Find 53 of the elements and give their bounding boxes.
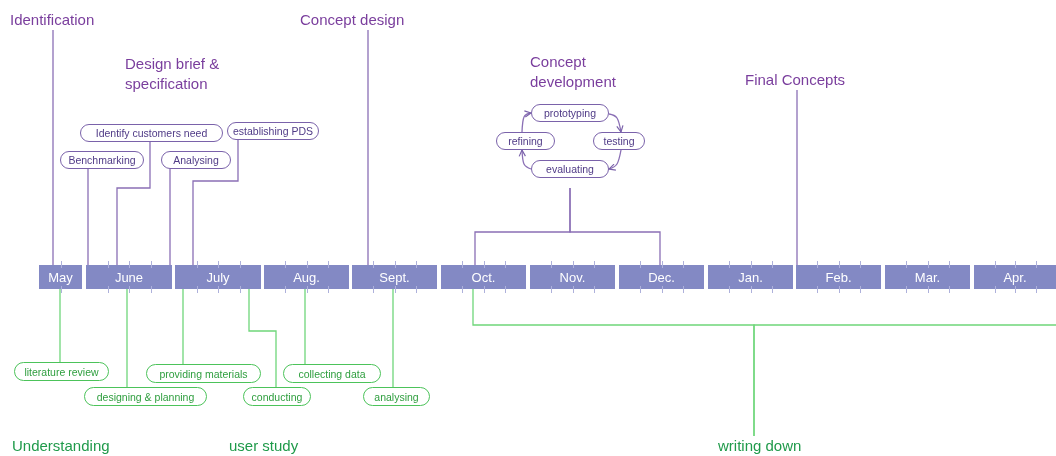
phase-heading: Final Concepts [745, 70, 865, 90]
leader-line [796, 89, 798, 266]
activity-pill: refining [496, 132, 555, 150]
leader-line [753, 324, 1056, 437]
month-bar: Aug. [264, 265, 349, 289]
activity-pill: evaluating [531, 160, 609, 178]
leader-line [126, 288, 128, 388]
activity-pill: literature review [14, 362, 109, 381]
leader-line [304, 288, 306, 365]
activity-pill: testing [593, 132, 645, 150]
leader-line [569, 187, 661, 266]
month-bar: Dec. [619, 265, 704, 289]
activity-pill: analysing [363, 387, 430, 406]
month-bar: Oct. [441, 265, 526, 289]
leader-line [192, 139, 239, 266]
month-bar: June [86, 265, 172, 289]
leader-line [52, 29, 54, 266]
phase-heading: Concept design [300, 10, 420, 30]
phase-heading: Understanding [12, 436, 111, 456]
phase-heading: Identification [10, 10, 120, 30]
activity-pill: providing materials [146, 364, 261, 383]
month-bar: Nov. [530, 265, 615, 289]
cycle-arrow [608, 113, 624, 133]
month-bar: Feb. [796, 265, 881, 289]
month-bar: Apr. [974, 265, 1056, 289]
activity-pill: establishing PDS [227, 122, 319, 140]
cycle-arrow [521, 110, 532, 133]
month-bar: Mar. [885, 265, 970, 289]
leader-line [367, 29, 369, 266]
cycle-arrow [608, 149, 622, 171]
activity-pill: collecting data [283, 364, 381, 383]
leader-line [116, 141, 151, 266]
leader-line [248, 288, 277, 388]
cycle-arrow [518, 149, 532, 170]
leader-line [182, 288, 184, 365]
month-bar: July [175, 265, 261, 289]
activity-pill: designing & planning [84, 387, 207, 406]
phase-heading: user study [229, 436, 300, 456]
activity-pill: Benchmarking [60, 151, 144, 169]
activity-pill: Identify customers need [80, 124, 223, 142]
leader-line [392, 288, 394, 388]
phase-heading: Concept development [530, 52, 617, 92]
activity-pill: conducting [243, 387, 311, 406]
leader-line [59, 288, 61, 363]
leader-line [87, 168, 89, 266]
month-bar: May [39, 265, 82, 289]
month-bar: Sept. [352, 265, 437, 289]
leader-line [169, 168, 171, 266]
phase-heading: Design brief & specification [125, 54, 221, 94]
activity-pill: prototyping [531, 104, 609, 122]
activity-pill: Analysing [161, 151, 231, 169]
month-bar: Jan. [708, 265, 793, 289]
phase-heading: writing down [718, 436, 818, 456]
